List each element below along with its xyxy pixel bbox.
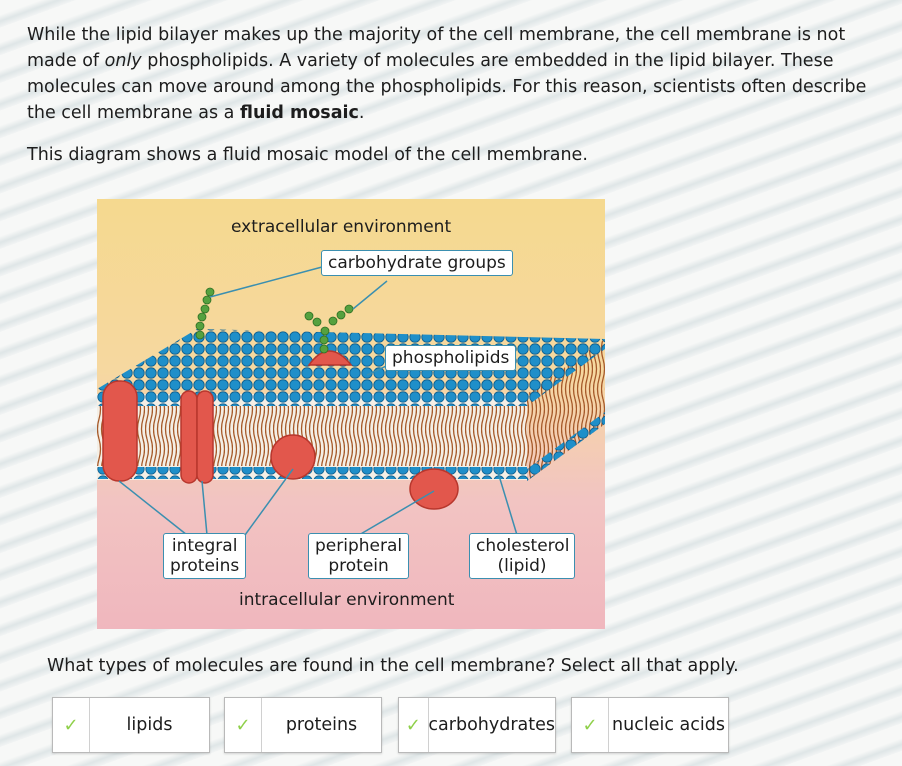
passage-bold: fluid mosaic — [239, 103, 359, 123]
cholesterol-label: cholesterol (lipid) — [469, 533, 575, 579]
carbohydrate-groups-label: carbohydrate groups — [321, 250, 513, 276]
choice-lipids[interactable]: ✓ lipids — [52, 697, 210, 753]
choice-proteins[interactable]: ✓ proteins — [224, 697, 382, 753]
question-text: What types of molecules are found in the… — [47, 656, 739, 676]
check-icon: ✓ — [63, 714, 79, 736]
membrane-illustration — [97, 266, 605, 536]
cell-membrane-diagram: extracellular environment carbohydrate g… — [97, 199, 605, 629]
peripheral-protein-label: peripheral protein — [308, 533, 410, 579]
diagram-intro: This diagram shows a fluid mosaic model … — [27, 145, 588, 165]
intracellular-label: intracellular environment — [239, 590, 455, 610]
passage-emphasis: only — [104, 51, 142, 71]
extracellular-label: extracellular environment — [231, 217, 452, 237]
integral-proteins-label: integral proteins — [163, 533, 247, 579]
check-icon: ✓ — [405, 714, 421, 736]
check-icon: ✓ — [235, 714, 251, 736]
choice-nucleic-acids[interactable]: ✓ nucleic acids — [571, 697, 729, 753]
phospholipids-label: phospholipids — [385, 345, 517, 371]
passage: While the lipid bilayer makes up the maj… — [27, 25, 867, 123]
choice-carbohydrates[interactable]: ✓ carbohydrates — [398, 697, 556, 753]
check-icon: ✓ — [582, 714, 598, 736]
